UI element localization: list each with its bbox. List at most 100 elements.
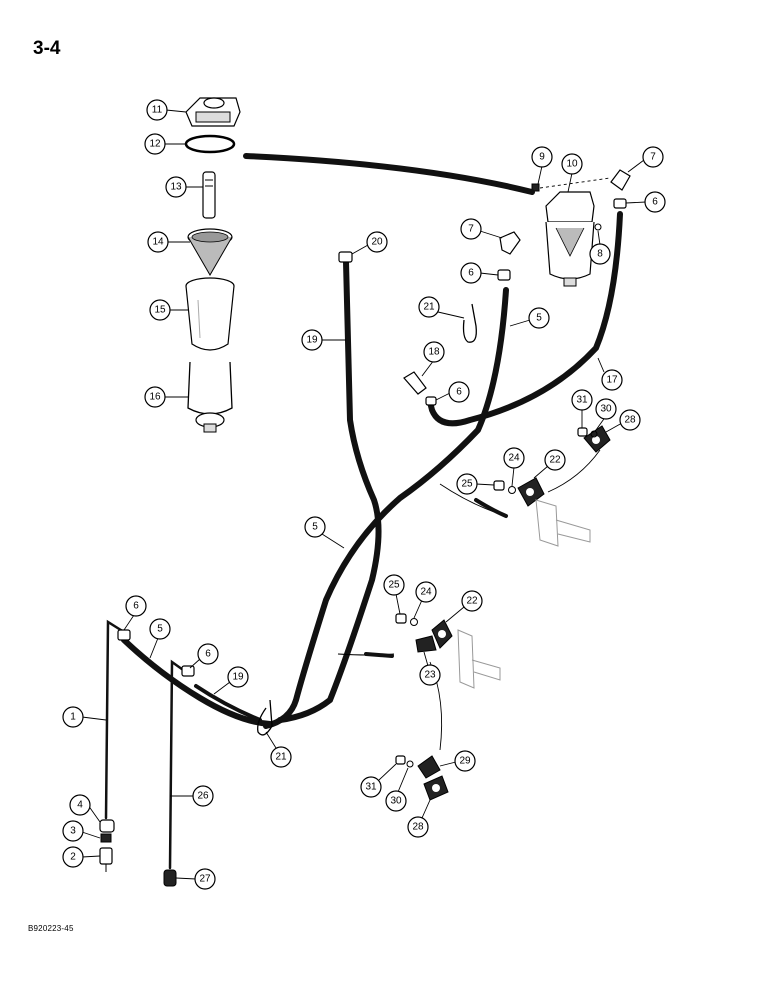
callout-7-top: 7 bbox=[627, 146, 664, 173]
callout-25-upper: 25 bbox=[456, 473, 495, 495]
callout-30-lower: 30 bbox=[385, 767, 409, 812]
svg-text:10: 10 bbox=[566, 159, 578, 170]
callout-24-lower: 24 bbox=[413, 581, 437, 619]
callout-31-upper: 31 bbox=[571, 389, 593, 428]
svg-text:11: 11 bbox=[152, 105, 163, 116]
svg-text:7: 7 bbox=[650, 152, 656, 163]
line-part-26 bbox=[168, 659, 188, 870]
nut-part-25-lower bbox=[395, 613, 407, 624]
svg-text:6: 6 bbox=[456, 387, 462, 398]
callout-22-lower: 22 bbox=[445, 590, 483, 623]
callout-15: 15 bbox=[149, 299, 188, 321]
callout-17: 17 bbox=[597, 357, 623, 391]
callout-18: 18 bbox=[421, 341, 445, 377]
callout-1: 1 bbox=[62, 706, 107, 728]
callout-4: 4 bbox=[69, 794, 101, 823]
svg-text:24: 24 bbox=[508, 453, 520, 464]
callout-6-lower-center: 6 bbox=[189, 643, 219, 669]
strainer-cone-part-14 bbox=[187, 228, 233, 276]
nut-part-4 bbox=[99, 819, 115, 833]
callout-3: 3 bbox=[62, 820, 101, 842]
svg-text:7: 7 bbox=[468, 224, 474, 235]
callout-19-upper: 19 bbox=[301, 329, 346, 351]
clamp-part-22-upper bbox=[517, 477, 545, 507]
washer-part-24-lower bbox=[410, 618, 418, 626]
svg-text:25: 25 bbox=[461, 479, 473, 490]
document-code: B920223-45 bbox=[28, 924, 74, 933]
svg-text:14: 14 bbox=[152, 237, 164, 248]
svg-text:5: 5 bbox=[312, 522, 318, 533]
svg-text:30: 30 bbox=[390, 796, 402, 807]
callout-9: 9 bbox=[531, 146, 553, 185]
svg-text:27: 27 bbox=[199, 874, 211, 885]
callout-21-lower: 21 bbox=[265, 731, 292, 768]
bowl-part-15 bbox=[185, 277, 235, 351]
clamp-part-21-upper bbox=[462, 303, 477, 343]
callout-27: 27 bbox=[175, 868, 216, 890]
svg-text:16: 16 bbox=[149, 392, 161, 403]
svg-text:2: 2 bbox=[70, 852, 76, 863]
tube-part-13 bbox=[202, 171, 216, 219]
svg-text:3: 3 bbox=[70, 826, 76, 837]
svg-text:6: 6 bbox=[652, 197, 658, 208]
svg-text:26: 26 bbox=[197, 791, 209, 802]
nut-part-6-mid bbox=[497, 269, 511, 281]
svg-text:5: 5 bbox=[536, 313, 542, 324]
svg-text:20: 20 bbox=[371, 237, 383, 248]
hose-part-5-lower bbox=[121, 637, 273, 727]
sleeve-part-3 bbox=[100, 833, 112, 843]
svg-text:5: 5 bbox=[157, 624, 163, 635]
callout-2: 2 bbox=[62, 846, 101, 868]
svg-text:28: 28 bbox=[624, 415, 636, 426]
callout-19-lower: 19 bbox=[213, 666, 249, 695]
line-part-1 bbox=[104, 619, 126, 820]
callout-29: 29 bbox=[439, 750, 476, 772]
callout-31-lower: 31 bbox=[360, 763, 397, 798]
mounting-bracket-lower bbox=[457, 629, 501, 689]
nut-part-20 bbox=[338, 251, 353, 263]
svg-text:24: 24 bbox=[420, 587, 432, 598]
svg-text:22: 22 bbox=[549, 455, 561, 466]
svg-text:6: 6 bbox=[468, 268, 474, 279]
svg-text:4: 4 bbox=[77, 800, 83, 811]
callout-20: 20 bbox=[351, 231, 388, 255]
washer-part-8 bbox=[594, 223, 602, 231]
fitting-part-27 bbox=[163, 869, 177, 887]
callout-22-upper: 22 bbox=[533, 449, 566, 479]
hose-part-5-main bbox=[263, 287, 509, 729]
nut-part-31-upper bbox=[577, 427, 588, 437]
clamp-part-23 bbox=[415, 635, 437, 653]
o-ring-part-12 bbox=[184, 134, 236, 154]
svg-text:19: 19 bbox=[306, 335, 318, 346]
nut-part-25-upper bbox=[493, 480, 505, 491]
washer-part-30-lower bbox=[406, 760, 414, 768]
washer-part-24-upper bbox=[508, 486, 516, 494]
elbow-part-7-top bbox=[610, 169, 631, 191]
svg-text:21: 21 bbox=[275, 752, 287, 763]
callout-24-upper: 24 bbox=[503, 447, 525, 487]
svg-text:13: 13 bbox=[170, 182, 182, 193]
clamp-part-28-lower bbox=[423, 775, 449, 801]
nut-part-31-lower bbox=[395, 755, 406, 765]
callout-6-mid: 6 bbox=[460, 262, 499, 284]
svg-text:12: 12 bbox=[149, 139, 161, 150]
callout-5-upper: 5 bbox=[509, 307, 550, 329]
elbow-part-7-left bbox=[499, 231, 521, 255]
hose-part-19-lower bbox=[194, 684, 262, 722]
bowl-bracket-part-16 bbox=[187, 361, 233, 433]
hose-part-19 bbox=[277, 259, 382, 723]
callout-14: 14 bbox=[147, 231, 190, 253]
callout-8: 8 bbox=[589, 230, 611, 265]
clamp-part-22-lower bbox=[431, 619, 453, 649]
svg-text:19: 19 bbox=[232, 672, 244, 683]
callout-10: 10 bbox=[561, 153, 583, 193]
clamp-part-21-lower bbox=[257, 699, 273, 736]
washer-part-30-upper bbox=[590, 430, 598, 438]
filter-housing-part-10 bbox=[545, 191, 595, 287]
callout-28-lower: 28 bbox=[407, 799, 431, 838]
svg-text:18: 18 bbox=[428, 347, 440, 358]
svg-text:28: 28 bbox=[412, 822, 424, 833]
filter-head-part-11 bbox=[185, 97, 241, 127]
callout-6-left-mid: 6 bbox=[435, 381, 470, 403]
callout-5-lower: 5 bbox=[149, 618, 171, 659]
